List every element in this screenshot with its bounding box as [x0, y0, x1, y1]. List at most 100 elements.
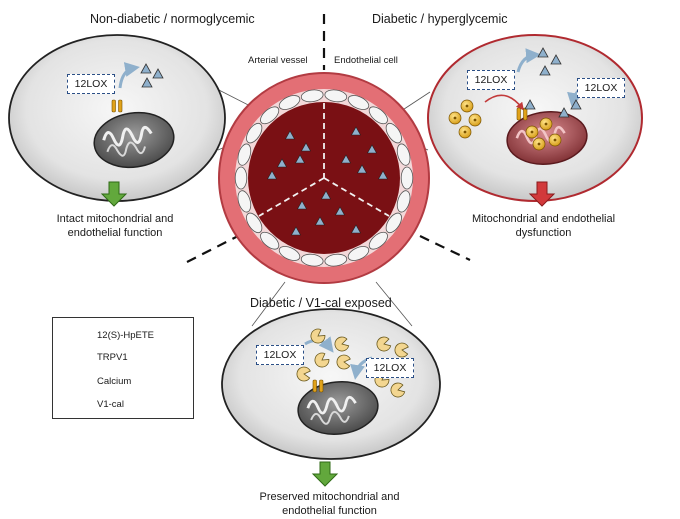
hpete-triangle: [524, 99, 536, 110]
endothelial-cell: [260, 231, 280, 250]
divider-lines: [186, 14, 471, 263]
endothelial-cell: [368, 106, 388, 125]
v1cal-molecule: [394, 342, 409, 358]
lumen-dividers: [258, 103, 390, 217]
legend-label: 12(S)-HpETE: [97, 330, 155, 341]
hpete-triangle: [334, 206, 346, 216]
hpete-triangle: [284, 130, 296, 140]
v1cal-molecule: [390, 382, 406, 398]
title-v1cal: Diabetic / V1-cal exposed: [250, 296, 392, 310]
outcome-arrow-right: [528, 181, 556, 207]
mitochondrion: [297, 381, 379, 435]
legend: 12(S)-HpETE TRPV1 Calcium V1-cal: [52, 317, 194, 419]
hpete-triangle: [350, 224, 362, 234]
hpete-triangle: [300, 142, 312, 152]
hpete-triangle: [340, 154, 352, 164]
endothelial-cell: [324, 89, 348, 103]
endothelial-cell: [347, 246, 370, 261]
v1cal-molecules: [296, 328, 409, 398]
outcome-arrow-bottom: [311, 461, 339, 487]
hpete-triangle: [320, 190, 332, 200]
endothelial-cell: [300, 253, 324, 267]
endothelial-cell: [324, 253, 348, 267]
hpete-triangle: [314, 216, 326, 226]
mitochondrion-damaged: [506, 111, 588, 165]
hpete-triangle: [152, 68, 164, 79]
endothelial-cell: [246, 122, 263, 144]
hpete-triangle: [141, 77, 153, 88]
cell-panel-v1cal: [221, 308, 441, 460]
endothelial-cell: [237, 143, 252, 166]
endothelial-cell: [396, 190, 411, 213]
endothelial-cell: [260, 106, 280, 125]
12lox-box: 12LOX: [467, 70, 515, 90]
outcome-arrow-left: [100, 181, 128, 207]
legend-label: V1-cal: [97, 399, 124, 410]
endothelial-cell: [385, 212, 402, 234]
endothelial-cell: [300, 89, 324, 103]
endothelial-cell: [368, 231, 388, 250]
trpv1-channel: [111, 99, 123, 113]
hpete-triangle: [377, 170, 389, 180]
calcium-ion-dot: [537, 142, 541, 146]
mitochondrion: [93, 111, 175, 169]
hpete-triangle: [350, 126, 362, 136]
cell-panel-normoglycemic: [8, 34, 226, 202]
title-hyperglycemic: Diabetic / hyperglycemic: [372, 12, 508, 26]
v1cal-molecule: [376, 336, 392, 352]
hpete-triangle: [296, 200, 308, 210]
hpete-triangle: [266, 170, 278, 180]
endothelial-cell: [278, 246, 301, 261]
calcium-ion-dot: [530, 130, 534, 134]
calcium-ion-dot: [463, 130, 467, 134]
hpete-triangle: [366, 144, 378, 154]
calcium-ion-dot: [473, 118, 477, 122]
legend-label: TRPV1: [97, 352, 128, 363]
calcium-ion-dot: [544, 122, 548, 126]
12lox-box: 12LOX: [67, 74, 115, 94]
hpete-triangle: [276, 158, 288, 168]
endothelial-cell: [278, 95, 301, 110]
calcium-ion-dot: [553, 138, 557, 142]
endothelial-cell: [347, 95, 370, 110]
v1cal-molecule: [334, 336, 350, 352]
trpv1-channel: [312, 379, 324, 393]
arterial-vessel-label: Arterial vessel: [248, 55, 308, 66]
hpete-triangle: [558, 107, 570, 118]
12lox-box: 12LOX: [366, 358, 414, 378]
endothelial-cell: [237, 190, 252, 213]
hpete-triangle: [537, 47, 549, 58]
hpete-triangle: [539, 65, 551, 76]
12lox-box: 12LOX: [577, 78, 625, 98]
hpete-triangle: [570, 99, 582, 110]
v1cal-molecule: [310, 328, 326, 344]
v1cal-molecule: [296, 366, 311, 382]
hpete-triangle: [294, 154, 306, 164]
hpete-triangle: [290, 226, 302, 236]
endothelial-cell: [246, 212, 263, 234]
lumen-triangles: [266, 126, 389, 236]
v1cal-molecule: [336, 354, 351, 370]
flow-arrow: [516, 48, 541, 73]
calcium-ion-dot: [465, 104, 469, 108]
title-normoglycemic: Non-diabetic / normoglycemic: [90, 12, 255, 26]
endothelial-cell: [385, 122, 402, 144]
endothelial-cell-label: Endothelial cell: [334, 55, 398, 66]
hpete-triangle: [140, 63, 152, 74]
legend-label: Calcium: [97, 376, 132, 387]
hpete-triangle: [356, 164, 368, 174]
flow-arrow: [118, 62, 140, 89]
calcium-ions: [448, 99, 562, 151]
12lox-box: 12LOX: [256, 345, 304, 365]
endothelial-cells: [234, 89, 414, 267]
endothelial-cell: [396, 143, 411, 166]
arterial-vessel: [218, 72, 430, 284]
endothelial-cell: [400, 166, 414, 190]
calcium-influx-arrow: [484, 94, 524, 111]
endothelial-cell: [234, 166, 248, 190]
